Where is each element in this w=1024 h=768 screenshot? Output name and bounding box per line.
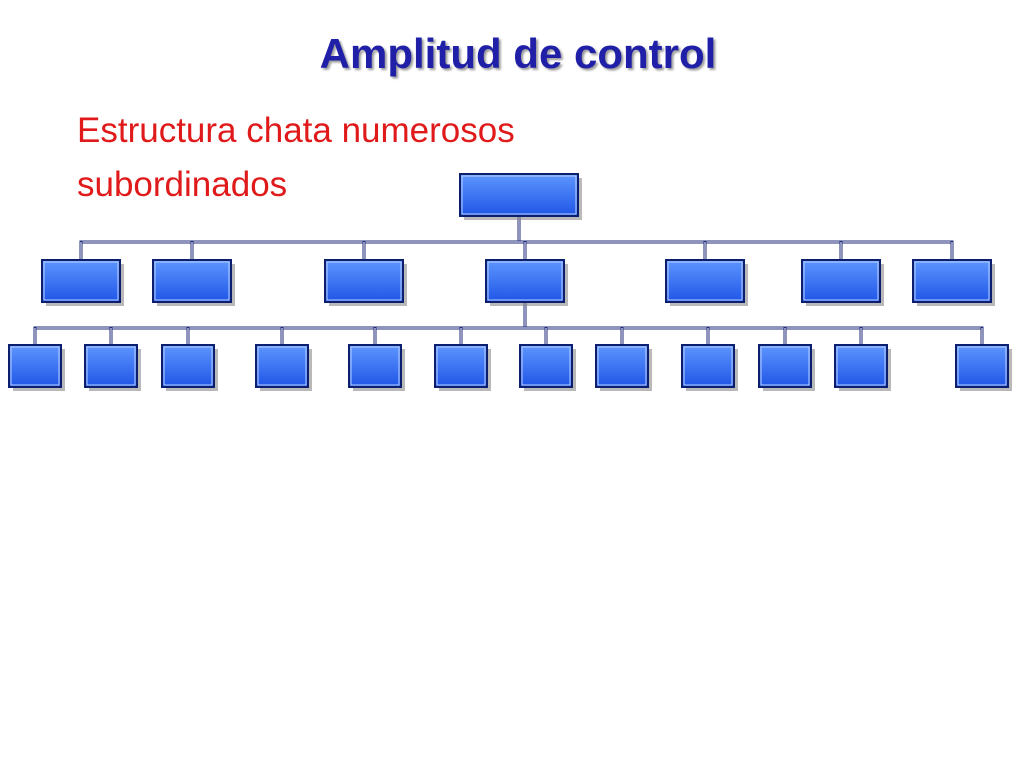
org-box-middle [665,259,748,306]
org-chart-boxes [8,173,1012,391]
org-chart-connectors [33,214,984,347]
org-box-bottom [8,344,65,391]
org-box-middle [324,259,407,306]
org-box-bottom [834,344,891,391]
org-box-bottom [595,344,652,391]
org-box-middle [801,259,884,306]
org-box-bottom [84,344,141,391]
org-box-bottom [519,344,576,391]
org-box-bottom [161,344,218,391]
slide-title: Amplitud de control [319,30,717,77]
org-box-middle [485,259,568,306]
org-box-middle [912,259,995,306]
slide-subtitle: Estructura chata numerosos subordinados [77,111,515,204]
org-box-middle [41,259,124,306]
org-box-bottom [758,344,815,391]
org-box-bottom [955,344,1012,391]
org-box-bottom [255,344,312,391]
org-box-bottom [434,344,491,391]
org-box-bottom [348,344,405,391]
org-box-middle [152,259,235,306]
org-box-bottom [681,344,738,391]
org-box-top [459,173,582,220]
